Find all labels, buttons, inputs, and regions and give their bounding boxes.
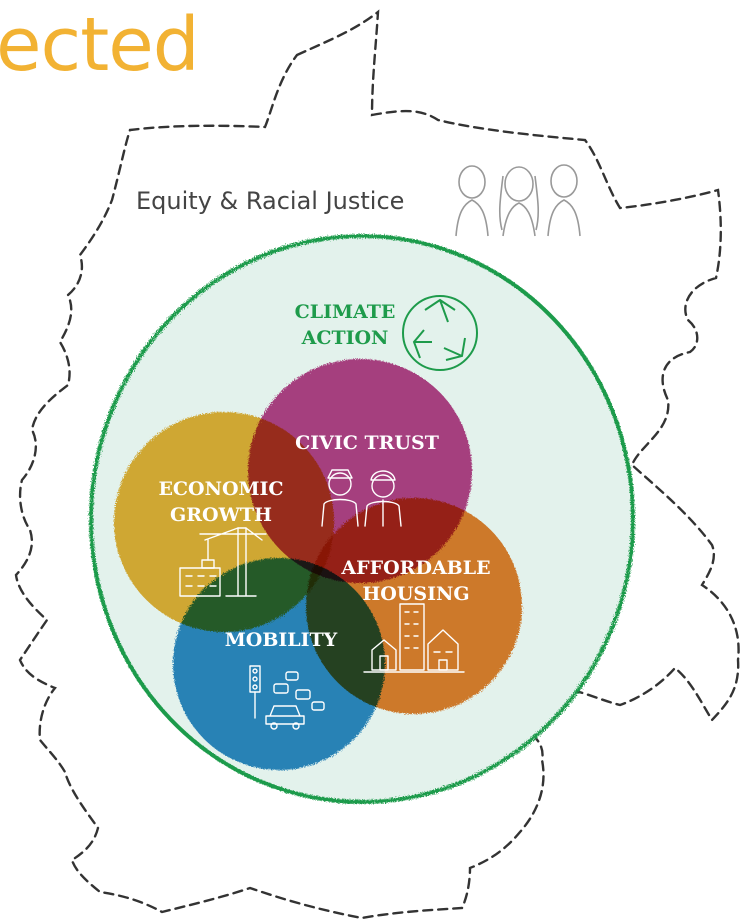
equity-label: Equity & Racial Justice bbox=[136, 187, 404, 215]
affordable-housing-label-line2: HOUSING bbox=[362, 583, 469, 605]
civic-trust-label: CIVIC TRUST bbox=[295, 432, 439, 454]
page-heading: ected bbox=[0, 2, 200, 88]
city-boundary bbox=[14, 9, 740, 920]
construction-crane-icon bbox=[179, 527, 267, 597]
economic-growth-label-line1: ECONOMIC bbox=[158, 478, 283, 500]
recycle-icon bbox=[402, 295, 478, 371]
affordable-housing-label-line1: AFFORDABLE bbox=[340, 557, 490, 579]
climate-label-line1: CLIMATE bbox=[295, 301, 396, 323]
economic-growth-label-line2: GROWTH bbox=[170, 504, 272, 526]
houses-icon bbox=[363, 603, 465, 673]
people-icon bbox=[455, 164, 581, 237]
climate-label-line2: ACTION bbox=[301, 327, 389, 349]
mobility-label: MOBILITY bbox=[225, 629, 338, 651]
workers-icon bbox=[321, 469, 402, 527]
traffic-icon bbox=[249, 665, 325, 730]
mobility-circle bbox=[173, 558, 385, 770]
